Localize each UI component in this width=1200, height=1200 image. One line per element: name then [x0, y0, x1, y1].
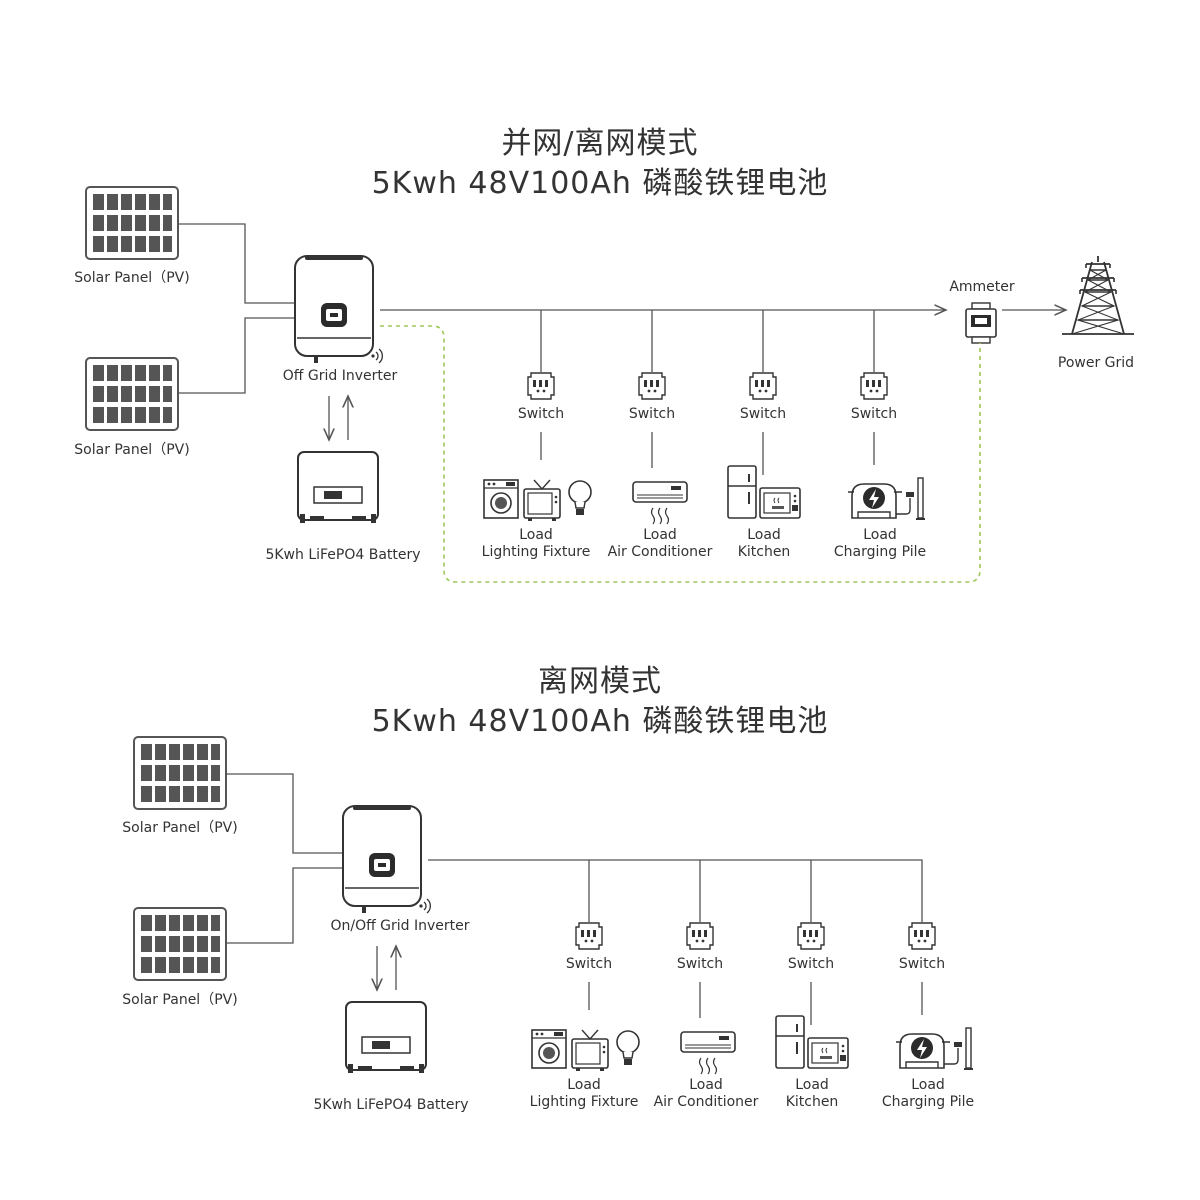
- top-load-2-title: Load: [643, 527, 677, 543]
- top-pv1-wire: [178, 223, 295, 304]
- top-grid-link-dashed: [380, 325, 981, 583]
- top-switch-label-4: Switch: [850, 406, 898, 422]
- bottom-lighting-fixture-icon: [531, 1029, 640, 1072]
- bottom-load-3: Load Kitchen: [762, 1077, 862, 1111]
- top-battery-label: 5Kwh LiFePO4 Battery: [265, 547, 421, 563]
- top-kitchen-icon: [727, 465, 801, 519]
- top-solar-label-2: Solar Panel（PV): [74, 442, 190, 458]
- top-inverter-label: Off Grid Inverter: [282, 368, 398, 384]
- bottom-title-battery: 5Kwh 48V100Ah 磷酸铁锂电池: [371, 704, 829, 739]
- ammeter-icon: [965, 302, 997, 344]
- top-solar-panel-2: [85, 357, 179, 431]
- bottom-kitchen-icon: [775, 1015, 849, 1069]
- top-load-3: Load Kitchen: [714, 527, 814, 561]
- top-title-battery: 5Kwh 48V100Ah 磷酸铁锂电池: [371, 166, 829, 201]
- bottom-air-conditioner-icon: [680, 1031, 736, 1075]
- bottom-switch-label-2: Switch: [676, 956, 724, 972]
- top-load-3-title: Load: [747, 527, 781, 543]
- bottom-load-2-title: Load: [689, 1077, 723, 1093]
- bottom-charging-pile-icon: [895, 1027, 974, 1071]
- top-switch-icon-1: [527, 372, 555, 400]
- bottom-switch-icon-4: [908, 922, 936, 950]
- bottom-solar-panel-2: [133, 907, 227, 981]
- bottom-pv1-wire: [226, 773, 343, 854]
- top-load-3-name: Kitchen: [737, 544, 791, 560]
- top-load-1: Load Lighting Fixture: [476, 527, 596, 561]
- bottom-switch-label-1: Switch: [565, 956, 613, 972]
- top-charging-pile-icon: [847, 477, 926, 521]
- top-switch-label-1: Switch: [517, 406, 565, 422]
- bottom-load-4-title: Load: [911, 1077, 945, 1093]
- bottom-switch-label-3: Switch: [787, 956, 835, 972]
- top-load-1-name: Lighting Fixture: [481, 544, 591, 560]
- top-switch-label-3: Switch: [739, 406, 787, 422]
- ammeter-label: Ammeter: [949, 279, 1015, 295]
- top-air-conditioner-icon: [632, 481, 688, 525]
- bottom-pv2-wire: [226, 867, 343, 944]
- top-solar-panel-1: [85, 186, 179, 260]
- top-load-4-name: Charging Pile: [833, 544, 927, 560]
- top-battery-icon: [297, 451, 379, 524]
- bottom-solar-label-2: Solar Panel（PV): [122, 992, 238, 1008]
- bottom-load-1: Load Lighting Fixture: [524, 1077, 644, 1111]
- power-grid-label: Power Grid: [1057, 355, 1135, 371]
- bottom-solar-panel-1: [133, 736, 227, 810]
- top-load-1-title: Load: [519, 527, 553, 543]
- bottom-switch-icon-3: [797, 922, 825, 950]
- top-title-mode: 并网/离网模式: [501, 126, 699, 161]
- bottom-switch-label-4: Switch: [898, 956, 946, 972]
- bottom-title-mode: 离网模式: [538, 664, 662, 699]
- power-grid-tower-icon: [1061, 255, 1135, 335]
- bottom-load-2-name: Air Conditioner: [653, 1094, 759, 1110]
- bottom-switch-icon-2: [686, 922, 714, 950]
- bottom-inverter-label: On/Off Grid Inverter: [330, 918, 470, 934]
- bottom-load-4: Load Charging Pile: [868, 1077, 988, 1111]
- top-load-4: Load Charging Pile: [820, 527, 940, 561]
- bottom-load-3-title: Load: [795, 1077, 829, 1093]
- bottom-switch-icon-1: [575, 922, 603, 950]
- bottom-main-bus: [428, 859, 923, 922]
- top-switch-icon-3: [749, 372, 777, 400]
- top-solar-label-1: Solar Panel（PV): [74, 270, 190, 286]
- top-switch-label-2: Switch: [628, 406, 676, 422]
- bottom-load-3-name: Kitchen: [785, 1094, 839, 1110]
- bottom-load-1-title: Load: [567, 1077, 601, 1093]
- top-pv2-wire: [178, 317, 295, 394]
- bottom-battery-icon: [345, 1001, 427, 1074]
- top-load-2-name: Air Conditioner: [607, 544, 713, 560]
- bottom-load-1-name: Lighting Fixture: [529, 1094, 639, 1110]
- top-load-2: Load Air Conditioner: [600, 527, 720, 561]
- bottom-solar-label-1: Solar Panel（PV): [122, 820, 238, 836]
- bottom-load-4-name: Charging Pile: [881, 1094, 975, 1110]
- top-load-4-title: Load: [863, 527, 897, 543]
- top-inverter-icon: [294, 255, 384, 364]
- bottom-battery-label: 5Kwh LiFePO4 Battery: [313, 1097, 469, 1113]
- top-lighting-fixture-icon: [483, 479, 592, 522]
- bottom-inverter-icon: [342, 805, 432, 914]
- top-switch-icon-4: [860, 372, 888, 400]
- top-switch-icon-2: [638, 372, 666, 400]
- bottom-load-2: Load Air Conditioner: [646, 1077, 766, 1111]
